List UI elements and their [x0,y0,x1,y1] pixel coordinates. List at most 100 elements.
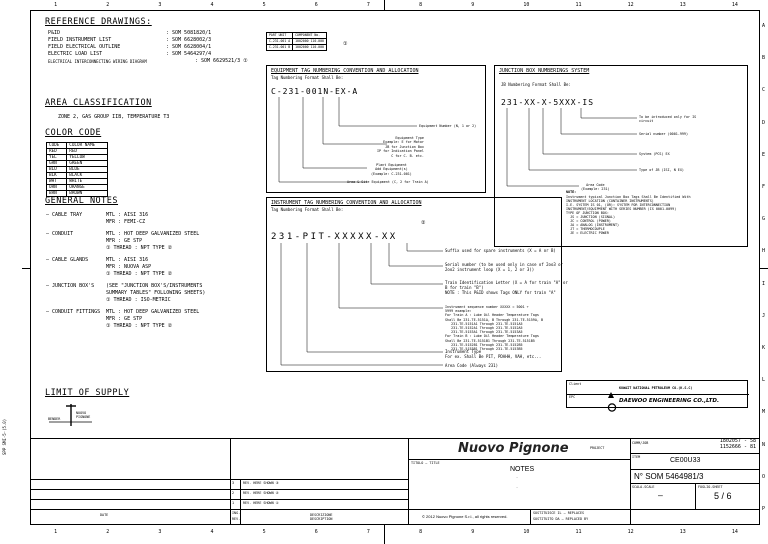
note-line: MTL : AISI 316 [106,212,149,218]
drawing-title: NOTES [510,466,535,473]
grid-number: 2 [106,2,110,8]
supply-right-label: NUOVO PIGNONE [76,411,91,419]
grid-number: 13 [679,529,686,535]
ref-label: FIELD INSTRUMENT LIST [48,37,112,43]
drawing-frame [30,10,760,525]
divider [530,509,531,525]
reference-list: P&ID: SOM 5081820/1 FIELD INSTRUMENT LIS… [48,30,248,65]
table-cell: 1002000 110-000 [292,44,327,51]
grid-number: 11 [575,529,582,535]
general-notes-title: GENERAL NOTES [45,196,119,206]
title-label: TITOLO – TITLE [411,461,440,465]
junction-note-title: NOTE: [566,190,577,194]
junction-code: 231-XX-X-5XXX-IS [501,98,595,107]
grid-number: 2 [106,529,110,535]
replaced-by: SOSTITUITO DA – REPLACED BY [533,517,589,521]
table-cell: C-231-001 A [265,38,294,45]
side-code: SPP SMI-5-(5.0) [2,418,7,455]
note-line: I.E. SYSTEM IS 01, (OR): SYSTEM FOR INTE… [566,203,671,207]
scale-value: – [658,491,663,500]
instrument-note: Serial number (to be used only in case o… [445,262,564,272]
revision-number: 1 [232,501,235,505]
sheet-value: 5 / 6 [714,491,732,501]
divider [630,469,760,470]
grid-letter: A [762,23,766,30]
junction-title: JUNCTION BOX NUMBERINGS SYSTEM [499,68,590,74]
grid-number: 12 [627,529,634,535]
grid-number: 9 [471,529,475,535]
equipment-note: Equipment Number (N, 1 or 2) [419,124,477,128]
grid-number: 3 [158,529,162,535]
ref-label: ELECTRICAL INTERCONNECTING WIRING DIAGRA… [48,59,147,64]
junction-note: To be introduced only for IS circuit [639,115,697,123]
note-line: JC = CONTROL (POWER) [566,219,611,223]
table-cell: BRN [45,190,68,197]
grid-letter: L [762,377,766,384]
grid-letter: O [762,473,766,480]
nuovo-pignone-logo: Nuovo Pignone [458,441,569,456]
junction-note-list: Instrument typical Junction Box Tags Sha… [566,195,746,235]
note-line: MTL : HOT DEEP GALVANIZED STEEL [106,309,200,315]
epc-name: DAEWOO ENGINEERING CO.,LTD. [619,398,720,404]
grid-letter: D [762,119,766,126]
junction-box-system: JUNCTION BOX NUMBERINGS SYSTEM JB Number… [494,65,748,247]
note-line: ① THREAD : NPT TYPE ② [106,245,173,251]
junction-leader-lines [506,108,637,187]
instrument-note: Train Identification Letter (X = A for t… [445,280,568,295]
equipment-tag-box: EQUIPMENT TAG NUMBERING CONVENTION AND A… [266,65,486,193]
epc-logo-icon [607,397,617,412]
instrument-title: INSTRUMENT TAG NUMBERING CONVENTION AND … [271,200,422,206]
center-mark [384,525,385,544]
grid-number: 10 [523,2,530,8]
client-name: KUWAIT NATIONAL PETROLEUM CO.(K.S.C) [619,386,693,390]
instrument-symbol: ② [421,220,426,226]
equipment-subtitle: Tag Numbering Format Shall Be: [271,75,344,80]
project-label: PROJECT [590,446,605,450]
junction-note: Type of JB (ISI, N EX) [639,168,684,172]
instrument-note: Area Code (Always 231) [445,363,498,368]
title-dash: . [516,475,519,479]
note-line: (SEE "JUNCTION BOX'S/INSTRUMENTS [106,283,203,289]
grid-number: 1 [54,529,58,535]
table-cell: BROWN [66,190,108,197]
note-head: – JUNCTION BOX'S [46,283,95,289]
note-line: TYPE OF JUNCTION BOX: [566,211,609,215]
grid-letter: I [762,280,766,287]
center-mark [760,268,768,269]
junction-subtitle: JB Numbering Format Shall Be: [501,82,571,87]
ref-value: : SOM 5081820/1 [166,30,212,36]
note-line: SUMMARY TABLES" FOLLOWING SHEETS) [106,290,206,296]
ref-label: ELECTRIC LOAD LIST [48,51,103,57]
comm-label: COMM/JOB [632,441,649,445]
junction-note: System (PCS) EX [639,152,670,156]
note-line: JS = JUNCTION (SIGNAL) [566,215,615,219]
grid-letter: N [762,441,766,448]
instrument-tag-box: INSTRUMENT TAG NUMBERING CONVENTION AND … [266,197,568,372]
grid-number: 4 [210,529,214,535]
divider [630,509,760,510]
instrument-note: Instrument sequence number XXXXX = 5001 … [445,305,543,352]
grid-letter: G [762,216,766,223]
note-line: MFR : GE STP [106,238,143,244]
equipment-title: EQUIPMENT TAG NUMBERING CONVENTION AND A… [271,68,419,74]
footer-label: DATE [100,513,109,517]
grid-number: 1 [54,2,58,8]
grid-number: 7 [366,2,370,8]
revision-text: REV. HERE SHOWN ③ [243,481,279,485]
epc-label: EPC [569,395,576,399]
note-line: MFR : FEMI-CZ [106,219,146,225]
divider [30,489,408,490]
divider [630,453,760,454]
revision-number: 3 [232,481,235,485]
instrument-code: 231-PIT-XXXXX-XX [271,232,398,242]
note-line: MTL : HOT DEEP GALVANIZED STEEL [106,231,200,237]
divider [30,509,408,510]
grid-number: 11 [575,2,582,8]
note-line: JE = ELECTRIC POWER [566,231,609,235]
